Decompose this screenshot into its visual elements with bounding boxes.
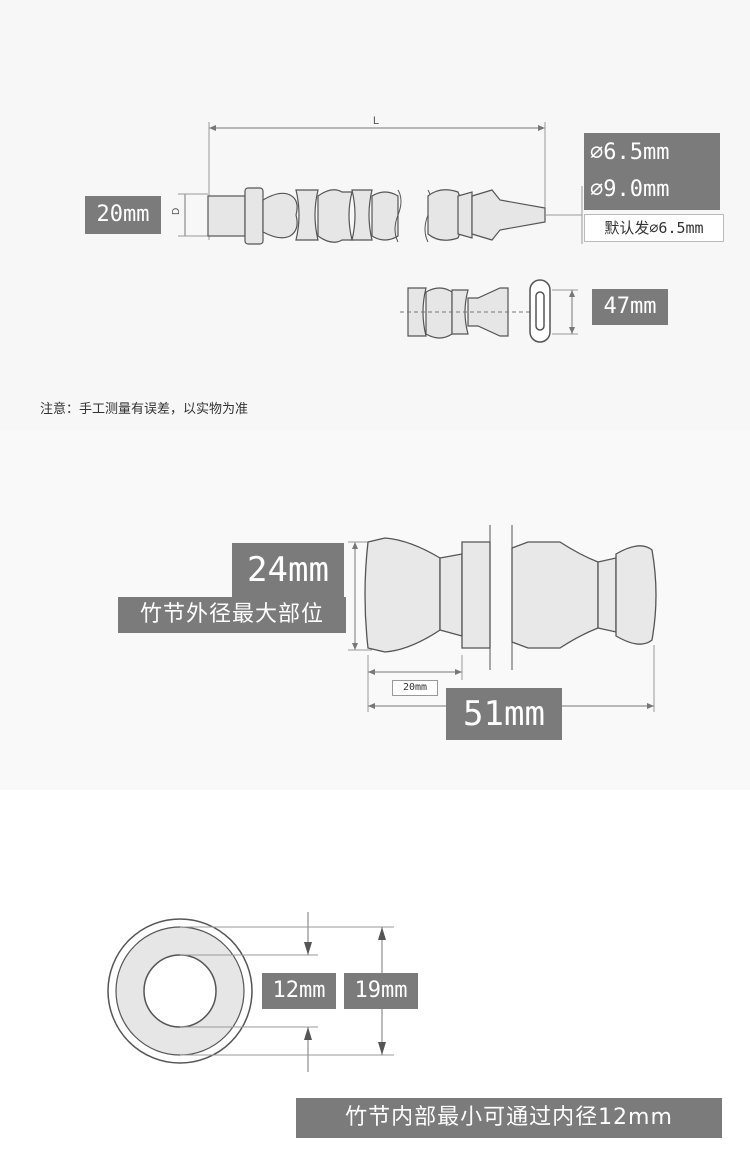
diameter-label: D bbox=[171, 208, 182, 215]
hose-drawing-svg: L D bbox=[171, 115, 583, 343]
segment-right bbox=[511, 541, 657, 649]
label-47mm: 47mm bbox=[592, 289, 668, 325]
label-20mm: 20mm bbox=[85, 196, 161, 234]
ring-drawing-svg bbox=[107, 912, 394, 1072]
label-phi-6-5mm: ⌀6.5mm bbox=[584, 133, 720, 173]
label-max-outer-diameter: 竹节外径最大部位 bbox=[118, 597, 346, 633]
label-19mm: 19mm bbox=[344, 973, 418, 1009]
hose-connector bbox=[207, 187, 264, 245]
label-20mm-segment: 20mm bbox=[392, 680, 438, 696]
flat-nozzle-side-view bbox=[407, 287, 509, 339]
hose-segments bbox=[262, 189, 399, 243]
segment-drawing-svg bbox=[348, 525, 657, 712]
segment-left bbox=[364, 537, 491, 653]
inner-bore bbox=[143, 954, 217, 1028]
label-default-6-5mm: 默认发⌀6.5mm bbox=[584, 214, 724, 242]
hose-nozzle bbox=[427, 189, 546, 241]
inner-diameter-drawing: 12mm 19mm 竹节内部最小可通过内径12mm bbox=[0, 790, 750, 1161]
measurement-note: 注意：手工测量有误差，以实物为准 bbox=[40, 402, 249, 417]
flat-nozzle-end-view bbox=[529, 279, 551, 343]
length-label: L bbox=[373, 115, 379, 127]
caption-min-inner-diameter: 竹节内部最小可通过内径12mm bbox=[296, 1098, 722, 1138]
segment-dimension-drawing: 24mm 竹节外径最大部位 20mm 51mm bbox=[0, 430, 750, 790]
label-51mm: 51mm bbox=[446, 688, 562, 740]
hose-dimension-drawing: L D bbox=[0, 0, 750, 430]
label-phi-9-0mm: ⌀9.0mm bbox=[584, 170, 720, 210]
label-24mm: 24mm bbox=[232, 543, 344, 597]
label-12mm: 12mm bbox=[262, 973, 336, 1009]
